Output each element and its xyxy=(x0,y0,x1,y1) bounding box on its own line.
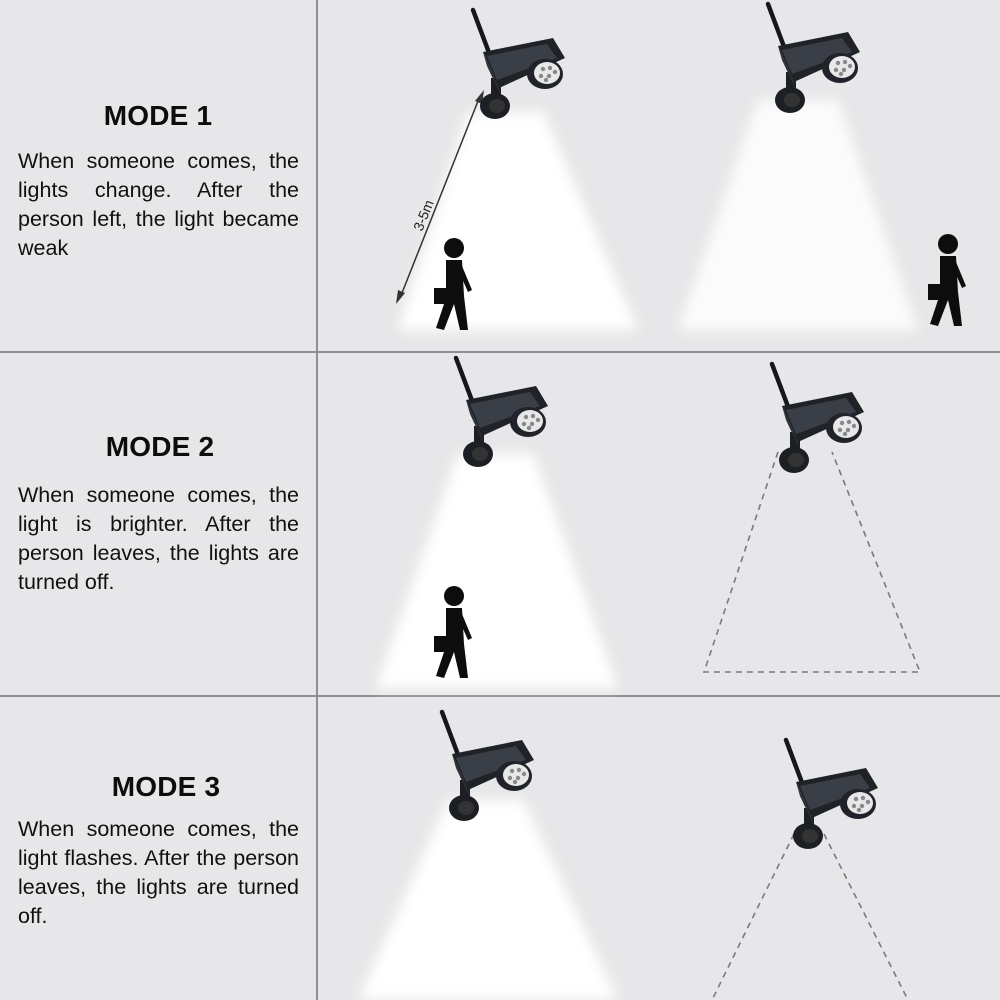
mode-1-title: MODE 1 xyxy=(103,100,213,131)
column-divider xyxy=(316,0,318,1000)
mode-illustrations: 3-5m xyxy=(358,0,966,1000)
light-beam-flash xyxy=(358,800,618,1000)
solar-light-icon xyxy=(473,10,565,119)
mode-2-title: MODE 2 xyxy=(105,431,215,462)
distance-arrow xyxy=(399,95,481,299)
solar-light-icon xyxy=(456,358,548,467)
solar-light-icon xyxy=(772,364,864,473)
row-divider-2 xyxy=(0,695,1000,697)
light-off-outline xyxy=(702,451,922,673)
light-off-outline xyxy=(711,833,795,1000)
walking-person-icon xyxy=(928,234,966,326)
solar-light-icon xyxy=(768,4,860,113)
mode-3-description: When someone comes, the light flashes. A… xyxy=(18,817,299,928)
mode-1-description: When someone comes, the lights change. A… xyxy=(18,149,299,260)
solar-light-icon xyxy=(786,740,878,849)
light-beam-weak xyxy=(678,100,918,330)
mode-3-title: MODE 3 xyxy=(111,771,221,802)
mode-2-description: When someone comes, the light is brighte… xyxy=(18,483,299,594)
row-divider-1 xyxy=(0,351,1000,353)
light-beam xyxy=(376,454,618,688)
